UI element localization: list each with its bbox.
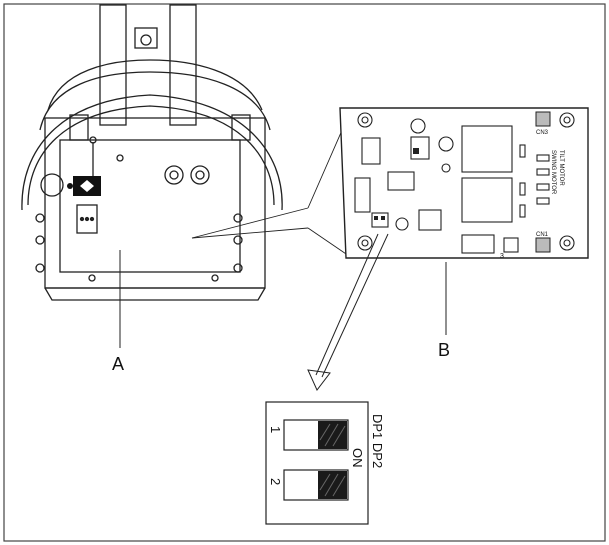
zoom-leader-lines — [191, 111, 353, 259]
dip-on-label: ON — [350, 448, 365, 468]
sensor-icon — [67, 176, 101, 196]
callout-a-label: A — [112, 354, 124, 374]
diagram-frame — [3, 3, 606, 542]
swing-motor-label: SWING MOTOR — [550, 150, 556, 195]
pad-label-cn1: CN1 — [536, 232, 549, 238]
dip-title: DP1 DP2 — [370, 414, 385, 468]
device-housing — [21, 4, 283, 301]
dip-number-1: 1 — [268, 426, 283, 433]
dip-number-2: 2 — [268, 478, 283, 485]
dip-zoom-arrow — [307, 233, 389, 391]
pad-label-cn3: CN3 — [536, 130, 549, 136]
callout-b-label: B — [438, 340, 450, 360]
dip-switch-block — [265, 401, 369, 525]
tilt-motor-label: TILT MOTOR — [558, 150, 564, 186]
pcb-board: CN3 CN1 3 TILT MOTOR SWING MOTOR — [339, 107, 589, 260]
connector-number: 3 — [500, 253, 504, 260]
